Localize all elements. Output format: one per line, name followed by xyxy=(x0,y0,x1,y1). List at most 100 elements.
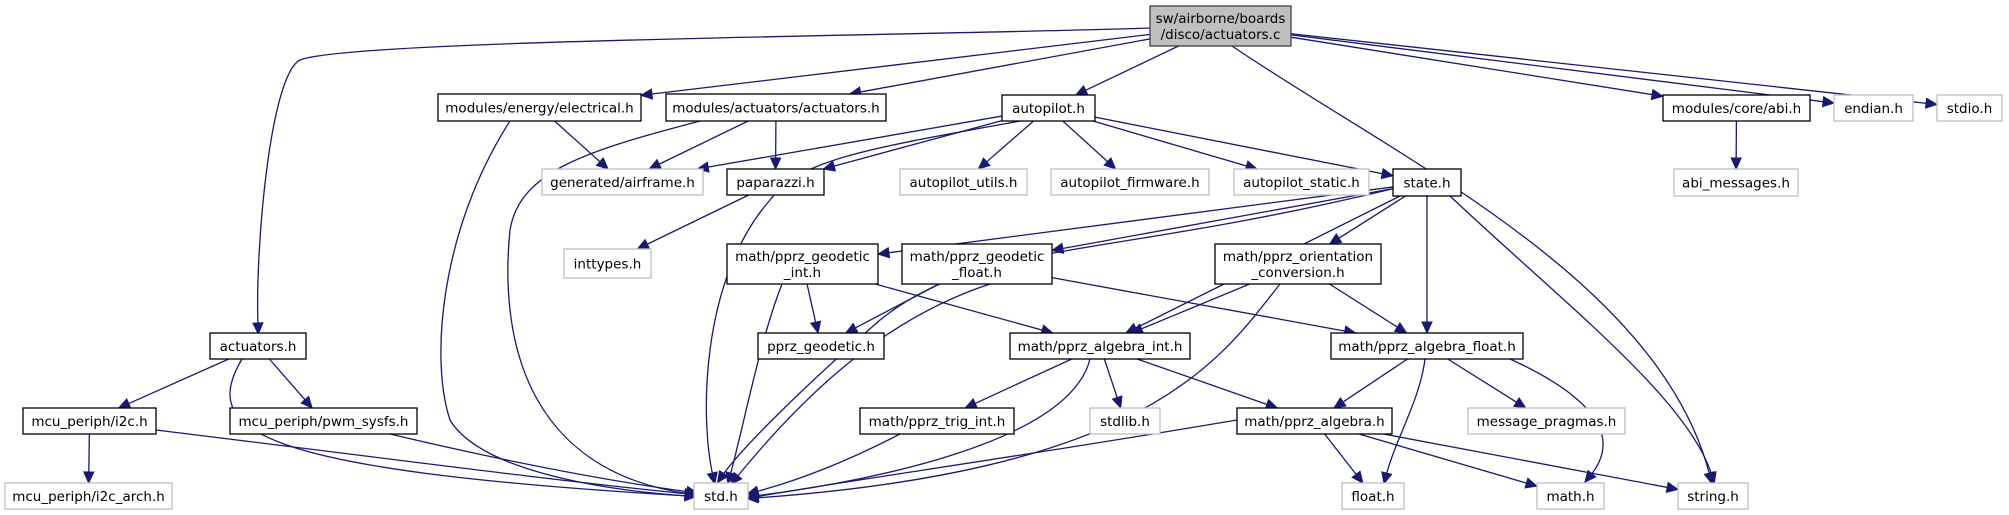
node-box xyxy=(4,482,173,510)
edge-orient-to-std xyxy=(745,283,1281,504)
edge-root-to-actuators_h xyxy=(252,27,1153,336)
node-box xyxy=(726,243,879,285)
edge-algebra-to-math xyxy=(1358,433,1539,489)
edge-arrowhead xyxy=(769,157,782,171)
edge-line xyxy=(1136,358,1269,406)
node-label: stdio.h xyxy=(1947,101,1993,117)
edge-autopilot-to-state xyxy=(1094,116,1395,180)
node-box xyxy=(1330,332,1524,360)
edge-actuators_h-to-i2c xyxy=(117,358,230,409)
edge-autopilot-to-ap_static xyxy=(1092,120,1259,172)
node-paparazzi[interactable]: paparazzi.h xyxy=(726,168,825,196)
node-float: float.h xyxy=(1341,482,1405,510)
node-box xyxy=(693,482,749,510)
node-box xyxy=(901,243,1053,285)
edge-line xyxy=(1337,195,1406,240)
edge-arrowhead xyxy=(1512,396,1527,409)
node-pprz-geodetic[interactable]: pprz_geodetic.h xyxy=(757,332,885,360)
node-std: std.h xyxy=(693,482,749,510)
node-label: string.h xyxy=(1687,489,1739,505)
node-label: stdlib.h xyxy=(1100,414,1150,430)
edge-line xyxy=(1140,283,1250,330)
node-label: math/pprz_geodetic xyxy=(735,249,870,265)
edge-root-to-abi xyxy=(1290,36,1665,101)
node-box xyxy=(1236,407,1393,435)
edge-line xyxy=(1449,195,1713,477)
edge-arrowhead xyxy=(1380,167,1395,180)
node-actuators-h[interactable]: actuators.h xyxy=(209,332,307,360)
edge-line xyxy=(657,120,749,166)
node-box xyxy=(209,332,307,360)
node-label: mcu_periph/pwm_sysfs.h xyxy=(239,414,409,430)
edge-line xyxy=(1084,45,1179,92)
node-trig[interactable]: math/pprz_trig_int.h xyxy=(859,407,1015,435)
node-label: autopilot.h xyxy=(1012,101,1085,117)
edge-arrowhead xyxy=(964,397,979,409)
edge-state-to-geo_float xyxy=(1050,188,1394,255)
node-geo-float[interactable]: math/pprz_geodetic_float.h xyxy=(901,243,1053,285)
edge-arrowhead xyxy=(595,157,609,170)
node-label: pprz_geodetic.h xyxy=(767,339,875,355)
edge-line xyxy=(754,433,901,493)
node-box xyxy=(1341,482,1405,510)
edge-geo_int-to-std xyxy=(725,283,783,485)
node-ap-utils: autopilot_utils.h xyxy=(899,168,1028,196)
node-box xyxy=(1214,243,1382,285)
node-geo-int[interactable]: math/pprz_geodetic_int.h xyxy=(726,243,879,285)
node-label: actuators.h xyxy=(220,339,297,355)
node-state[interactable]: state.h xyxy=(1392,168,1462,197)
edge-arrowhead xyxy=(1328,232,1343,245)
edge-arrowhead xyxy=(117,398,132,409)
node-alg-int[interactable]: math/pprz_algebra_int.h xyxy=(1009,332,1191,360)
edge-arrowhead xyxy=(809,320,822,335)
node-label: modules/core/abi.h xyxy=(1672,101,1801,117)
edge-geo_float-to-std xyxy=(730,283,991,486)
edge-alg_int-to-algebra xyxy=(1136,358,1279,410)
node-inttypes: inttypes.h xyxy=(563,248,652,279)
edge-line xyxy=(88,433,90,474)
node-label: message_pragmas.h xyxy=(1477,414,1617,430)
node-abi[interactable]: modules/core/abi.h xyxy=(1662,94,1811,122)
node-electrical[interactable]: modules/energy/electrical.h xyxy=(437,93,642,122)
edge-autopilot-to-ap_firmware xyxy=(1062,120,1117,170)
node-algebra[interactable]: math/pprz_algebra.h xyxy=(1236,407,1393,435)
node-label: inttypes.h xyxy=(574,257,642,273)
node-autopilot[interactable]: autopilot.h xyxy=(1001,94,1096,122)
node-label: autopilot_static.h xyxy=(1243,175,1360,191)
node-pwm[interactable]: mcu_periph/pwm_sysfs.h xyxy=(229,407,418,435)
edge-line xyxy=(1385,358,1426,477)
node-box xyxy=(1662,94,1811,122)
edge-line xyxy=(1062,120,1109,163)
node-box xyxy=(1467,407,1626,435)
node-box xyxy=(22,407,157,435)
node-mod-actuators[interactable]: modules/actuators/actuators.h xyxy=(665,93,887,122)
node-i2c[interactable]: mcu_periph/i2c.h xyxy=(22,407,157,435)
node-orient[interactable]: math/pprz_orientation_conversion.h xyxy=(1214,243,1382,285)
node-root: sw/airborne/boards/disco/actuators.c xyxy=(1149,5,1292,47)
edge-line xyxy=(389,433,691,493)
edge-arrowhead xyxy=(977,157,991,170)
node-box xyxy=(1677,482,1749,510)
node-alg-float[interactable]: math/pprz_algebra_float.h xyxy=(1330,332,1524,360)
node-label: math/pprz_algebra_float.h xyxy=(1338,339,1516,355)
node-label: _int.h xyxy=(783,265,821,281)
edge-i2c-to-i2c_arch xyxy=(83,433,95,485)
edge-arrowhead xyxy=(83,471,95,485)
edge-line xyxy=(1092,120,1248,167)
edge-arrowhead xyxy=(1924,97,1939,109)
edge-arrowhead xyxy=(1393,321,1408,334)
node-box xyxy=(665,93,887,122)
edge-line xyxy=(1290,36,1654,96)
edge-arrowhead xyxy=(300,395,313,409)
node-box xyxy=(1936,94,2003,122)
edge-arrowhead xyxy=(1705,471,1717,485)
edge-arrowhead xyxy=(636,238,651,250)
node-msg-pragmas: message_pragmas.h xyxy=(1467,407,1626,435)
edge-state-to-alg_float xyxy=(1421,196,1433,335)
edge-line xyxy=(707,115,1003,168)
edge-geo_float-to-pprz_geodetic xyxy=(844,283,940,334)
node-box xyxy=(563,248,652,279)
edge-line xyxy=(1231,45,1711,477)
node-stdlib: stdlib.h xyxy=(1089,407,1161,435)
edge-electrical-to-airframe xyxy=(554,120,609,170)
